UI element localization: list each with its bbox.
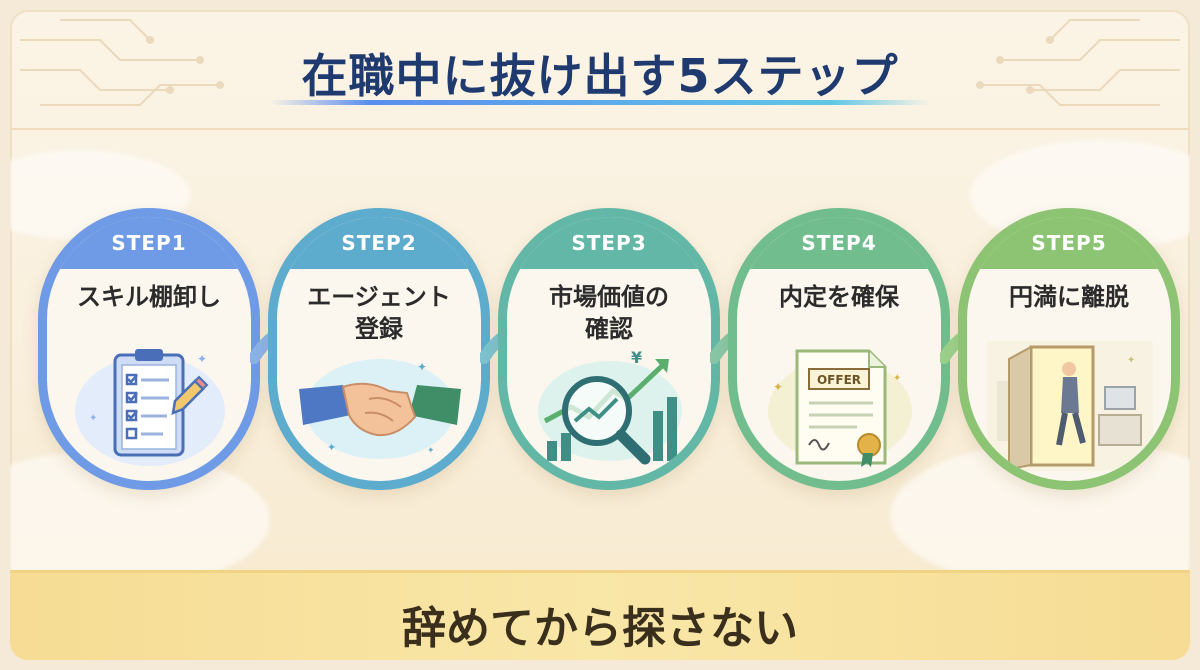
step-card-2: STEP2 エージェント登録 ✦ ✦ ✦: [268, 208, 490, 490]
offer-stamp: OFFER: [817, 373, 861, 387]
svg-text:✦: ✦: [89, 413, 97, 424]
circuit-decoration-left: [20, 19, 224, 106]
exit-door-icon: ✦: [987, 341, 1153, 471]
step-badge: STEP4: [737, 217, 941, 269]
svg-text:✦: ✦: [893, 373, 901, 384]
magnifier-chart-icon: ¥: [538, 348, 682, 465]
step-label: 市場価値の確認: [549, 283, 669, 343]
title-underline: [270, 100, 930, 105]
step-card-3: STEP3 市場価値の確認 ¥: [498, 208, 720, 490]
step-badge: STEP1: [47, 217, 251, 269]
infographic-frame: 在職中に抜け出す5ステップ STEP1 スキル棚卸し ✦ ✦ STEP2 エージ…: [10, 10, 1190, 660]
svg-text:✦: ✦: [773, 380, 783, 394]
footer-message: 辞めてから探さない: [402, 603, 798, 654]
step-badge: STEP3: [507, 217, 711, 269]
step-label: 円満に離脱: [1009, 283, 1129, 311]
step-label: スキル棚卸し: [77, 283, 221, 311]
svg-text:✦: ✦: [327, 441, 336, 454]
svg-text:✦: ✦: [197, 352, 207, 366]
footer-banner: [10, 570, 1190, 660]
circuit-decoration-right: [976, 19, 1180, 106]
handshake-icon: ✦ ✦ ✦: [299, 359, 461, 459]
step-card-1: STEP1 スキル棚卸し ✦ ✦: [38, 208, 260, 490]
page-title: 在職中に抜け出す5ステップ: [301, 49, 899, 103]
svg-text:¥: ¥: [631, 348, 642, 367]
header-divider: [10, 128, 1190, 130]
svg-text:✦: ✦: [427, 446, 435, 456]
step-label: エージェント登録: [307, 283, 451, 343]
step-card-4: STEP4 内定を確保 OFFER ✦ ✦: [728, 208, 950, 490]
svg-text:✦: ✦: [417, 360, 427, 374]
svg-text:✦: ✦: [1127, 355, 1135, 366]
offer-document-icon: OFFER ✦ ✦: [768, 349, 912, 467]
step-badge: STEP5: [967, 217, 1171, 269]
step-card-5: STEP5 円満に離脱 ✦: [958, 208, 1180, 490]
step-label: 内定を確保: [779, 283, 899, 311]
step-badge: STEP2: [277, 217, 481, 269]
clipboard-checklist-icon: ✦ ✦: [75, 349, 225, 466]
